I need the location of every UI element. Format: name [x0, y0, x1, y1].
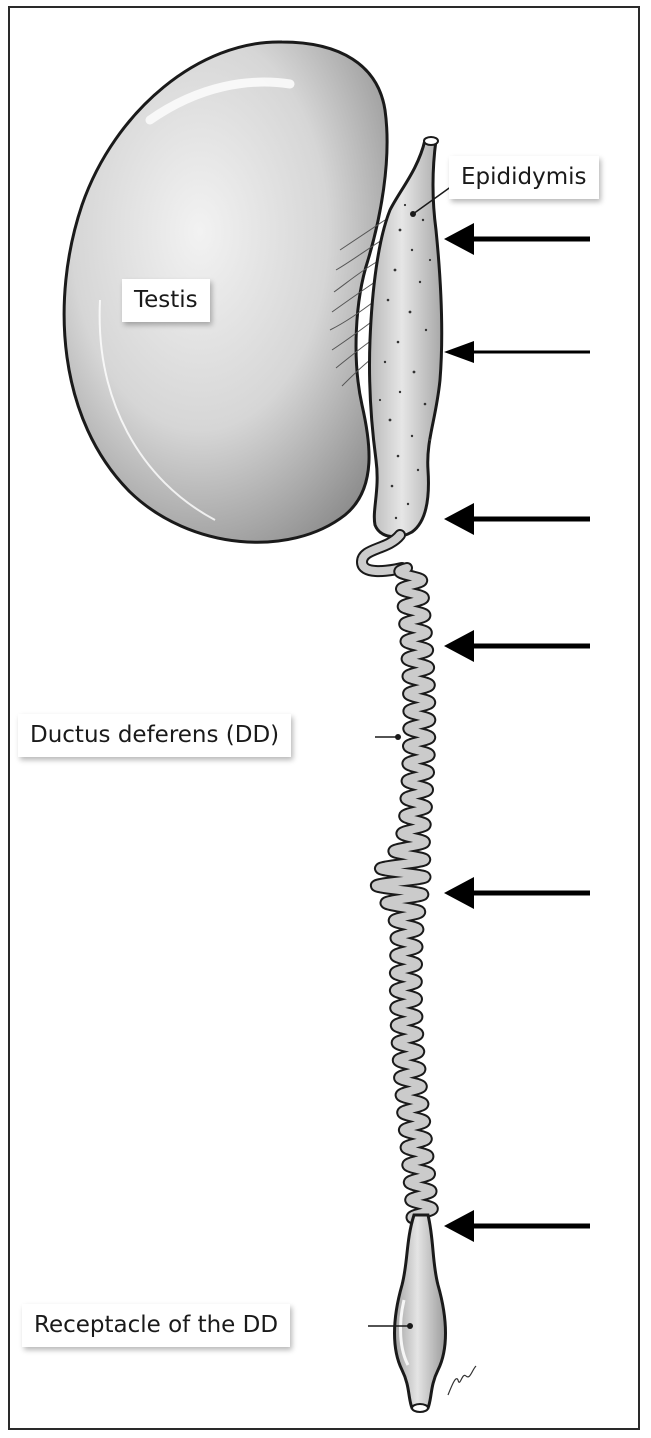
epididymis-pointer-dot	[410, 211, 416, 217]
label-ductus-deferens: Ductus deferens (DD)	[18, 714, 291, 757]
epididymis-opening	[424, 137, 438, 145]
artist-signature	[448, 1366, 476, 1395]
label-testis: Testis	[122, 279, 210, 322]
arrow-head	[444, 1210, 474, 1242]
receptacle-pointer-dot	[407, 1323, 413, 1329]
arrow-head	[444, 877, 474, 909]
arrow-head	[444, 341, 474, 363]
receptacle-opening	[412, 1404, 428, 1412]
arrow-head	[444, 223, 474, 255]
label-epididymis: Epididymis	[449, 156, 599, 199]
arrow-head	[444, 630, 474, 662]
label-receptacle: Receptacle of the DD	[22, 1304, 290, 1347]
testis-shape	[64, 42, 387, 542]
arrow-head	[444, 503, 474, 535]
arrow-group	[444, 223, 590, 1242]
ductus-deferens-pointer-dot	[395, 734, 401, 740]
